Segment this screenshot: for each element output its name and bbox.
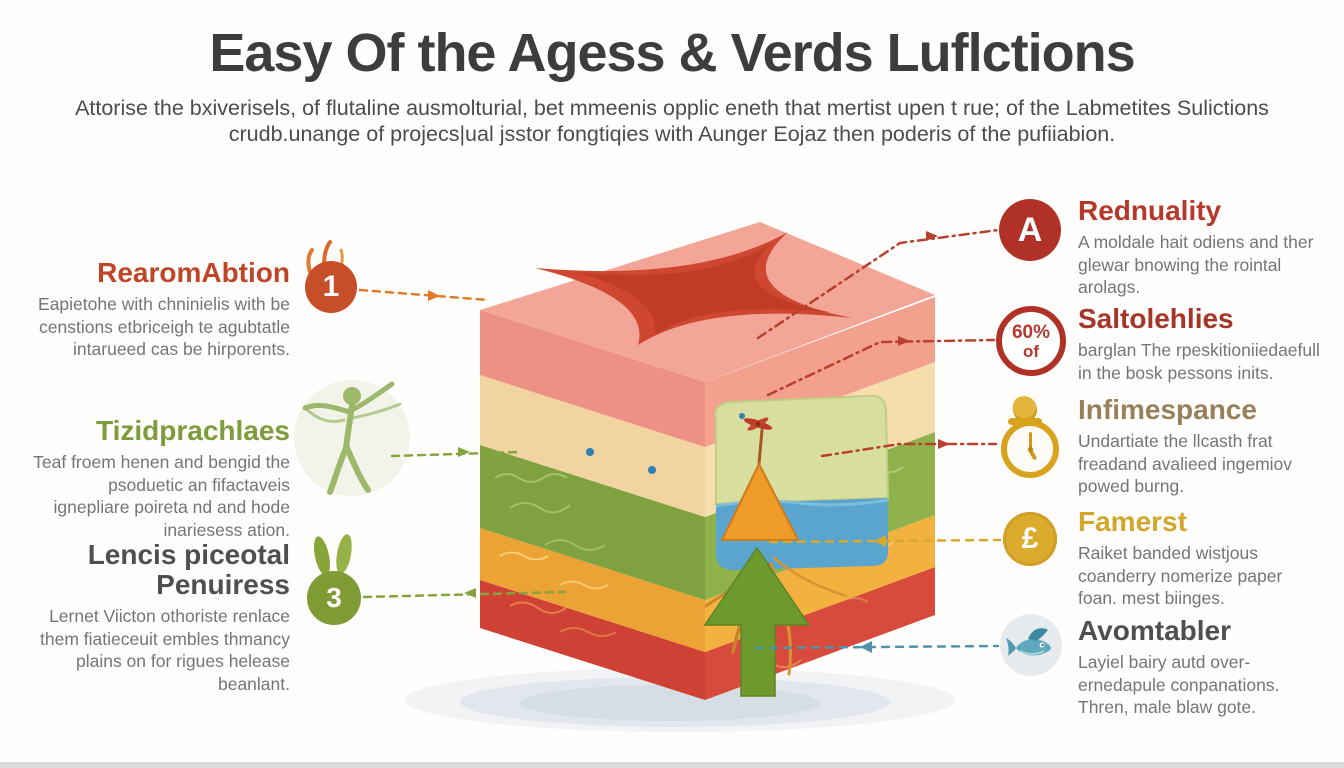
- letter-a-circle-icon: A: [999, 199, 1061, 261]
- right-item-body: Raiket banded wistjous coanderry nomeriz…: [1078, 543, 1283, 608]
- percentage-word: of: [1022, 341, 1040, 361]
- pound-symbol: £: [1021, 522, 1039, 555]
- right-item-rednuality: Rednuality A moldale hait odiens and the…: [1078, 196, 1326, 299]
- pocket-watch-icon: [1001, 420, 1059, 478]
- left-item-title: Tizidprachlaes: [95, 415, 290, 446]
- right-item-title: Avomtabler: [1078, 615, 1232, 646]
- left-item-rearomabtion: RearomAbtion Eapietohe with chninielis w…: [30, 258, 290, 361]
- subtitle-line-1: Attorise the bxiverisels, of flutaline a…: [75, 96, 1269, 120]
- percentage-value: 60%: [1011, 321, 1051, 343]
- connectors: [358, 228, 1002, 653]
- left-item-body: Teaf froem henen and bengid the psodueti…: [33, 452, 290, 540]
- leaf-marks-icon: [313, 534, 352, 576]
- left-item-body: Eapietohe with chninielis with be censti…: [38, 294, 290, 359]
- right-item-title: Famerst: [1078, 506, 1187, 537]
- human-figure-icon: [294, 380, 410, 496]
- page-subtitle: Attorise the bxiverisels, of flutaline a…: [72, 95, 1272, 147]
- fish-circle-icon: [1000, 614, 1062, 676]
- badge-number: 3: [326, 582, 342, 613]
- right-item-avomtabler: Avomtabler Layiel bairy autd over-erneda…: [1078, 616, 1326, 719]
- right-item-body: A moldale hait odiens and ther glewar bn…: [1078, 232, 1314, 297]
- watch-pin: [1027, 446, 1033, 452]
- up-arrow: [703, 546, 811, 697]
- block-shadow: [405, 668, 955, 732]
- right-item-title: Saltolehlies: [1078, 303, 1234, 334]
- right-item-title: Rednuality: [1078, 195, 1222, 226]
- dragonfly-icon: [743, 417, 773, 431]
- right-item-body: Undartiate the llcasth frat freadand ava…: [1078, 431, 1293, 496]
- right-item-body: Layiel bairy autd over-ernedapule conpan…: [1078, 652, 1280, 717]
- left-item-tizidprachlaes: Tizidprachlaes Teaf froem henen and beng…: [30, 416, 290, 541]
- left-item-lencis-penuiress: Lencis piceotal Penuiress Lernet Viicton…: [30, 540, 290, 695]
- numbered-circle-3-icon: 3: [307, 571, 361, 625]
- right-item-famerst: Famerst Raiket banded wistjous coanderry…: [1078, 507, 1326, 610]
- page-title: Easy Of the Agess & Verds Luflctions: [209, 23, 1135, 83]
- bottom-edge-strip: [0, 762, 1344, 768]
- badge-letter: A: [1017, 210, 1043, 249]
- right-item-title: Infimespance: [1078, 394, 1257, 425]
- right-item-saltolehlies: Saltolehlies barglan The rpeskitioniieda…: [1078, 304, 1326, 384]
- right-item-infimespance: Infimespance Undartiate the llcasth frat…: [1078, 395, 1326, 498]
- left-item-title: RearomAbtion: [97, 257, 290, 288]
- badge-number: 1: [322, 270, 340, 303]
- subtitle-line-2: crudb.unange of projecs|ual jsstor fongt…: [228, 122, 1116, 146]
- fish-icon: [1006, 628, 1051, 656]
- numbered-circle-1-icon: 1: [305, 261, 357, 313]
- pound-coin-icon: £: [1003, 512, 1057, 566]
- watch-minute-hand: [1028, 432, 1032, 449]
- percentage-circle-icon: 60% of: [996, 306, 1066, 376]
- right-item-body: barglan The rpeskitioniiedaefull in the …: [1078, 340, 1320, 383]
- left-item-body: Lernet Viicton othoriste renlace them fi…: [40, 606, 290, 694]
- left-item-title: Lencis piceotal Penuiress: [87, 539, 290, 600]
